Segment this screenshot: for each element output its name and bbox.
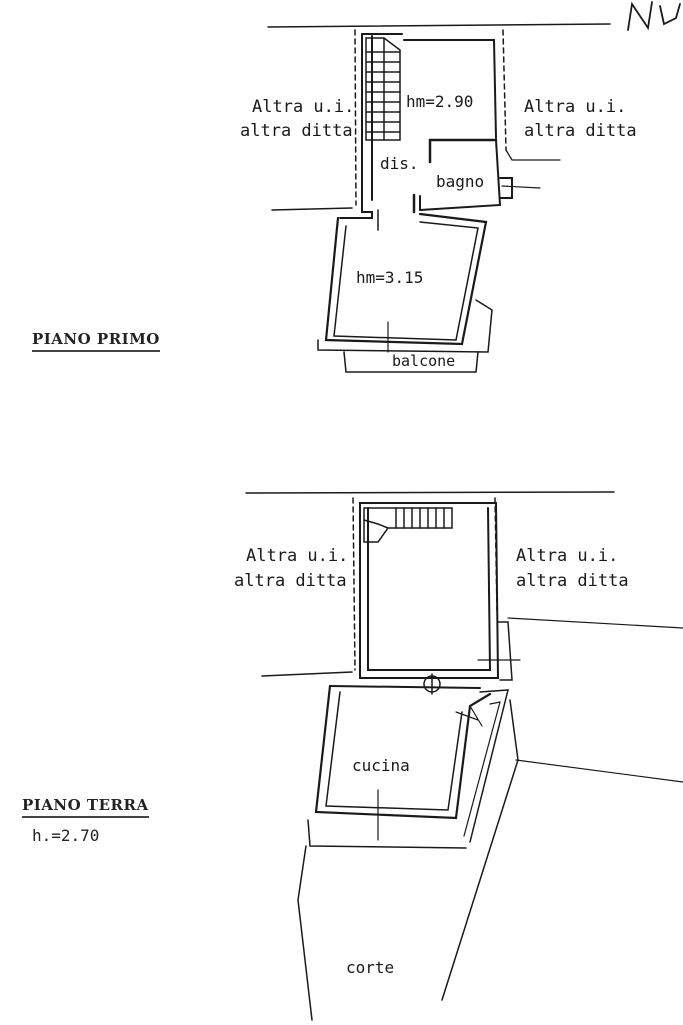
piano-terra-plan xyxy=(245,491,683,1021)
primo-lower-room-height: hm=3.15 xyxy=(356,268,424,287)
piano-primo-plan xyxy=(267,23,611,373)
primo-left-neighbor-line2: altra ditta xyxy=(240,121,353,141)
terra-right-neighbor-line1: Altra u.i. xyxy=(516,546,619,566)
stair-primo xyxy=(365,37,401,141)
piano-primo-title: PIANO PRIMO xyxy=(32,330,160,352)
terra-cucina-label: cucina xyxy=(352,756,410,775)
terra-corte-label: corte xyxy=(346,958,395,977)
terra-left-neighbor-line1: Altra u.i. xyxy=(246,546,349,566)
terra-right-neighbor-line2: altra ditta xyxy=(516,571,629,591)
stair-terra xyxy=(363,507,453,543)
corner-handwritten-mark xyxy=(627,1,681,31)
primo-upper-room-height: hm=2.90 xyxy=(406,92,474,111)
primo-balcone-label: balcone xyxy=(392,352,456,370)
primo-left-neighbor-line1: Altra u.i. xyxy=(252,97,355,117)
primo-right-neighbor-line2: altra ditta xyxy=(524,121,637,141)
primo-bagno-label: bagno xyxy=(436,172,485,191)
piano-terra-title: PIANO TERRA xyxy=(22,796,149,818)
piano-terra-height: h.=2.70 xyxy=(32,826,100,845)
primo-right-neighbor-line1: Altra u.i. xyxy=(524,97,627,117)
primo-dis-label: dis. xyxy=(380,154,419,173)
terra-left-neighbor-line2: altra ditta xyxy=(234,571,347,591)
